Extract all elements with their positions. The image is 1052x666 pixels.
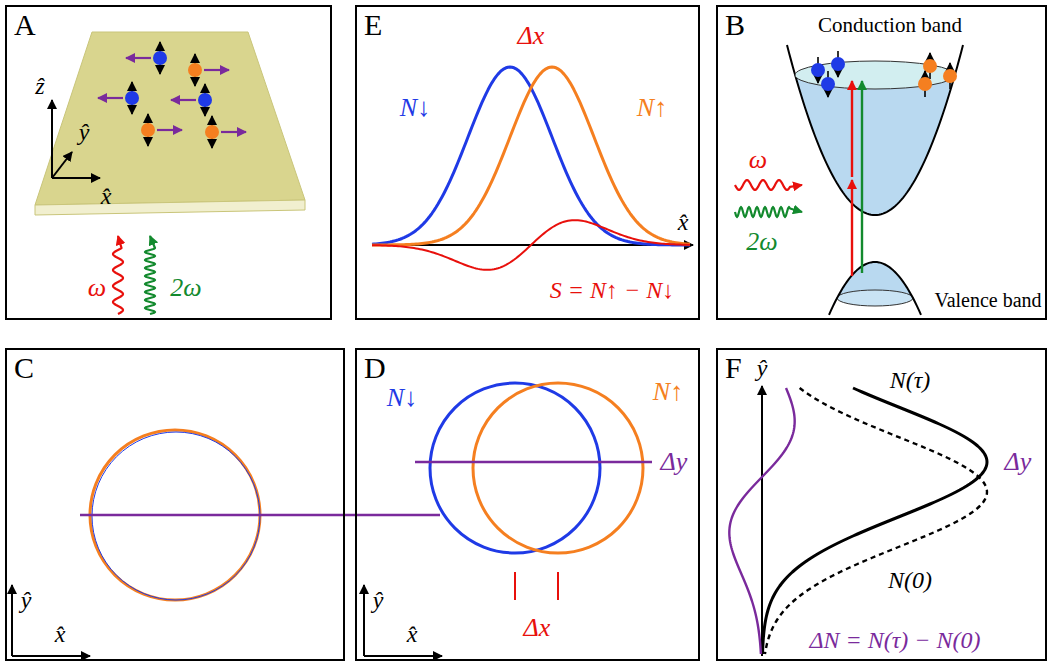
motion-arrow — [171, 99, 196, 101]
sample-slab-edge — [35, 200, 305, 215]
light-wave — [145, 236, 155, 314]
transition-arrow — [851, 81, 853, 177]
electron-dot — [811, 63, 825, 77]
panel-letter: A — [7, 7, 36, 40]
band-label: Valence band — [934, 290, 1041, 310]
panel-letter: B — [718, 7, 745, 40]
shift-tick — [514, 572, 516, 600]
motion-arrow — [221, 131, 246, 133]
electron-dot — [141, 123, 155, 137]
panel-letter: D — [357, 350, 386, 383]
electron-dot — [153, 51, 167, 65]
band-label: Conduction band — [818, 15, 962, 36]
math-label: Δx — [518, 23, 545, 49]
math-label: x̂ — [678, 210, 689, 234]
reference-line — [80, 514, 440, 516]
transition-arrow — [851, 180, 853, 276]
motion-arrow — [204, 69, 229, 71]
math-label: ŷ — [373, 588, 384, 612]
spin-up-contour — [473, 383, 643, 553]
electron-dot — [188, 63, 202, 77]
motion-arrow — [157, 129, 182, 131]
math-label: 2ω — [746, 229, 777, 255]
light-wave — [735, 180, 802, 190]
panel-letter: E — [357, 7, 382, 40]
density-profile — [765, 388, 987, 654]
math-label: 2ω — [170, 275, 201, 301]
spin-down-density — [372, 67, 690, 245]
conduction-band — [787, 45, 963, 215]
math-label: x̂ — [101, 184, 112, 208]
figure-panel: C — [5, 348, 345, 661]
math-label: ω — [749, 147, 767, 173]
math-label: Δx — [524, 615, 551, 641]
electron-dot — [918, 77, 932, 91]
axis-arrow — [52, 177, 100, 179]
axis-arrow — [52, 152, 72, 178]
math-label: N↓ — [400, 95, 430, 121]
math-label: ΔN = N(τ) − N(0) — [809, 628, 980, 652]
math-label: Δy — [1005, 449, 1032, 475]
math-label: ŷ — [79, 120, 90, 144]
axis-arrow — [12, 655, 90, 657]
valence-band — [829, 262, 921, 315]
spin-up-density — [372, 67, 690, 245]
spin-density — [372, 220, 690, 270]
electron-dot — [923, 59, 937, 73]
light-wave — [735, 207, 802, 217]
shift-tick — [557, 572, 559, 600]
panel-letter: C — [7, 350, 34, 383]
math-label: S = N↑ − N↓ — [550, 278, 674, 302]
axis-arrow — [363, 585, 365, 656]
math-label: Δy — [661, 449, 688, 475]
math-label: N(0) — [888, 568, 932, 592]
band-top-surface — [837, 290, 913, 306]
math-label: ẑ — [35, 74, 44, 98]
math-label: ŷ — [21, 588, 32, 612]
figure-panel: F — [716, 348, 1047, 661]
math-label: ω — [88, 275, 106, 301]
motion-arrow — [126, 57, 151, 59]
electron-dot — [125, 91, 139, 105]
axis-arrow — [761, 386, 763, 656]
figure-panel: E — [355, 5, 700, 320]
math-label: N↑ — [637, 95, 667, 121]
electron-dot — [831, 57, 845, 71]
density-profile — [763, 388, 987, 654]
panel-letter: F — [718, 350, 742, 383]
electron-dot — [205, 125, 219, 139]
motion-arrow — [98, 97, 123, 99]
figure-panel: A — [5, 5, 332, 320]
math-label: N(τ) — [890, 368, 931, 392]
math-label: x̂ — [407, 622, 418, 646]
sample-slab-top — [35, 32, 305, 205]
math-label: x̂ — [55, 622, 66, 646]
light-wave — [113, 236, 123, 314]
axis-arrow — [51, 100, 53, 178]
density-difference — [729, 388, 794, 654]
math-label: N↓ — [387, 385, 417, 411]
electron-dot — [198, 93, 212, 107]
electron-dot — [943, 69, 957, 83]
transition-arrow — [861, 81, 863, 273]
axis-arrow — [364, 655, 442, 657]
electron-dot — [821, 77, 835, 91]
math-label: N↑ — [653, 379, 683, 405]
spin-down-contour — [430, 383, 600, 553]
math-label: ŷ — [757, 356, 768, 380]
shift-line — [415, 461, 652, 463]
axis-arrow — [11, 585, 13, 656]
